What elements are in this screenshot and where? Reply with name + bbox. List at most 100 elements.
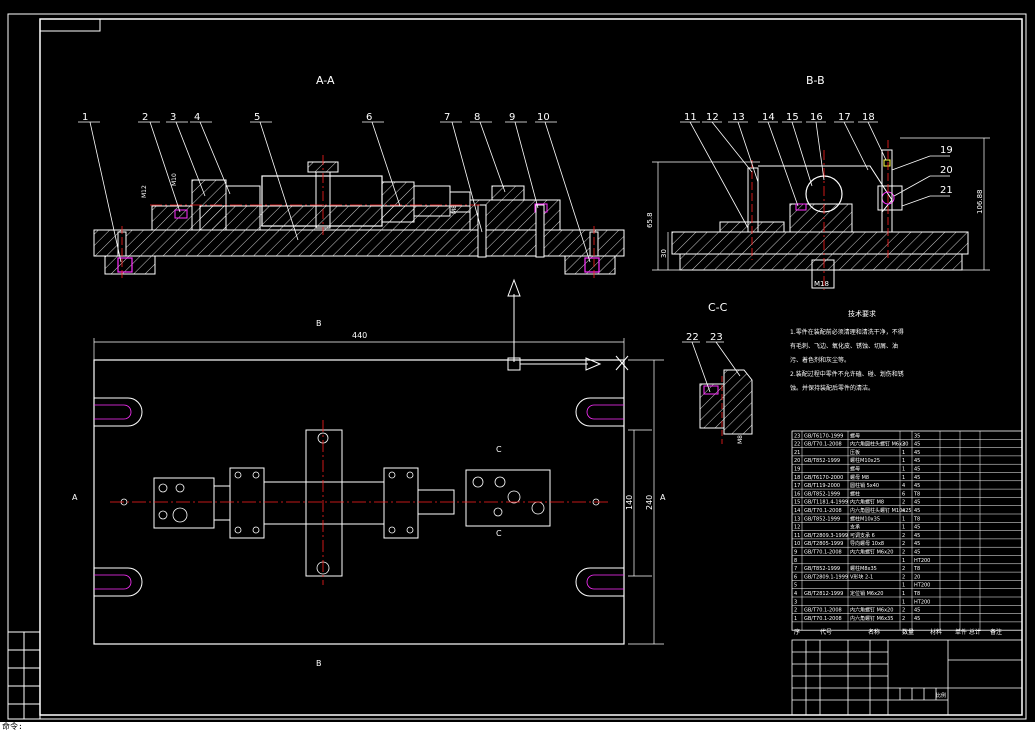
bom-cell-no: 11: [794, 533, 800, 539]
section-title-bb: B-B: [806, 74, 825, 87]
bom-cell-qty: 4: [902, 483, 905, 489]
svg-text:代号: 代号: [820, 628, 832, 636]
bom-cell-name: 螺母 M8: [850, 474, 869, 481]
svg-text:C: C: [496, 529, 502, 538]
bom-cell-name: V形块 2-1: [850, 573, 873, 580]
bom-cell-no: 14: [794, 508, 800, 514]
bom-cell-code: GB/T70.1-2008: [804, 508, 842, 514]
balloons-bb: [680, 121, 950, 229]
balloons-aa: [78, 121, 591, 263]
balloon-labels-aa: 1 2 3 4 5 6 7 8 9 10: [82, 112, 550, 123]
bom-cell-qty: 2: [902, 500, 905, 506]
svg-text:16: 16: [810, 112, 823, 123]
sheet-inner-border: [39, 18, 1023, 716]
svg-text:M10: M10: [171, 173, 178, 186]
svg-text:M8: M8: [737, 435, 744, 444]
bom-cell-mat: 45: [914, 450, 920, 456]
bom-cell-qty: 2: [902, 442, 905, 448]
corner-tag-box: [39, 18, 101, 32]
bom-cell-mat: 45: [914, 550, 920, 556]
bom-cell-qty: 1: [902, 450, 905, 456]
bom-cell-code: GB/T2809.1-1999: [804, 574, 848, 580]
bom-cell-qty: 2: [902, 574, 905, 580]
svg-text:18: 18: [862, 112, 875, 123]
section-cc: M8: [682, 341, 753, 444]
bom-cell-name: 螺母: [850, 432, 860, 439]
bom-cell-mat: 45: [914, 500, 920, 506]
bom-cell-no: 9: [794, 550, 797, 556]
svg-text:22: 22: [686, 332, 699, 343]
bom-cell-code: GB/T2805-1999: [804, 541, 843, 547]
bom-cell-name: 螺柱: [850, 490, 860, 497]
svg-text:材料: 材料: [930, 628, 942, 636]
bom-cell-no: 2: [794, 608, 797, 614]
svg-text:9: 9: [509, 112, 515, 123]
svg-text:106.88: 106.88: [976, 190, 984, 215]
bom-cell-mat: T8: [913, 591, 920, 597]
command-line[interactable]: 命令:: [0, 722, 1035, 732]
bom-cell-mat: 45: [914, 533, 920, 539]
bom-header-labels: 序 代号 名称 数量 材料 单件 总计 备注: [794, 628, 1002, 636]
svg-text:数量: 数量: [902, 628, 914, 636]
bom-cell-name: 可调支承 6: [850, 532, 875, 539]
bom-cell-no: 6: [794, 574, 797, 580]
svg-text:4: 4: [194, 112, 200, 123]
bom-cell-name: 压板: [850, 449, 860, 456]
bom-cell-no: 8: [794, 558, 797, 564]
tech-requirements: 技术要求 1.零件在装配前必须清理和清洗干净，不得 有毛刺、飞边、氧化皮、锈蚀、…: [790, 309, 904, 392]
svg-text:M12: M12: [141, 185, 148, 198]
bom-cell-qty: 2: [902, 550, 905, 556]
bom-cell-name: 螺母: [850, 466, 860, 473]
bom-cell-mat: T8: [913, 566, 920, 572]
bb-dim-labels: 65.8 30 106.88 M18: [646, 190, 984, 289]
bom-cell-qty: 2: [902, 533, 905, 539]
binding-strip: [7, 631, 41, 720]
bom-cell-code: GB/T6170-2000: [804, 475, 843, 481]
bom-cell-qty: 6: [902, 491, 905, 497]
svg-text:6: 6: [366, 112, 372, 123]
svg-text:3: 3: [170, 112, 176, 123]
bom-cell-no: 1: [794, 616, 797, 622]
bom-cell-no: 12: [794, 525, 800, 531]
bom-cell-mat: 20: [914, 574, 920, 580]
svg-text:2.装配过程中零件不允许磕、碰、划伤和锈: 2.装配过程中零件不允许磕、碰、划伤和锈: [790, 370, 904, 378]
bom-cell-no: 16: [794, 491, 800, 497]
bom-cell-qty: 2: [902, 566, 905, 572]
svg-text:5: 5: [254, 112, 260, 123]
bom-cell-mat: 45: [914, 442, 920, 448]
svg-text:B: B: [316, 319, 322, 328]
bom-cell-no: 4: [794, 591, 797, 597]
svg-text:140: 140: [625, 495, 634, 510]
bom-cell-qty: 2: [902, 608, 905, 614]
svg-text:65.8: 65.8: [646, 212, 654, 228]
bom-cell-no: 23: [794, 433, 800, 439]
sheet-outer-border: [7, 13, 1027, 720]
balloon-labels-cc: 22 23: [686, 332, 723, 343]
bom-cell-qty: 2: [902, 541, 905, 547]
svg-text:240: 240: [645, 495, 654, 510]
bom-cell-mat: T8: [913, 516, 920, 522]
bom-cell-name: 内六角螺钉 M6x35: [850, 615, 893, 622]
bom-cell-name: 圆柱销 5x40: [850, 482, 879, 489]
bom-cell-qty: 1: [902, 475, 905, 481]
bom-cell-no: 10: [794, 541, 800, 547]
svg-text:19: 19: [940, 145, 953, 156]
svg-text:M8: M8: [451, 205, 458, 214]
bom-cell-qty: 4: [902, 508, 905, 514]
svg-text:21: 21: [940, 185, 953, 196]
bom-cell-name: 支承: [850, 524, 860, 531]
svg-text:1.零件在装配前必须清理和清洗干净，不得: 1.零件在装配前必须清理和清洗干净，不得: [790, 328, 904, 336]
bom-cell-name: 内六角螺钉 M8: [850, 499, 884, 506]
bom-cell-code: GB/T70.1-2008: [804, 616, 842, 622]
bom-cell-mat: 45: [914, 608, 920, 614]
bom-cell-mat: 45: [914, 467, 920, 473]
svg-text:15: 15: [786, 112, 799, 123]
bom-cell-no: 7: [794, 566, 797, 572]
svg-text:B: B: [316, 659, 322, 668]
bom-cell-code: GB/T852-1999: [804, 566, 840, 572]
bom-cell-mat: 35: [914, 433, 920, 439]
bom-cell-code: GB/T2812-1999: [804, 591, 843, 597]
bom-cell-mat: HT200: [914, 583, 930, 589]
